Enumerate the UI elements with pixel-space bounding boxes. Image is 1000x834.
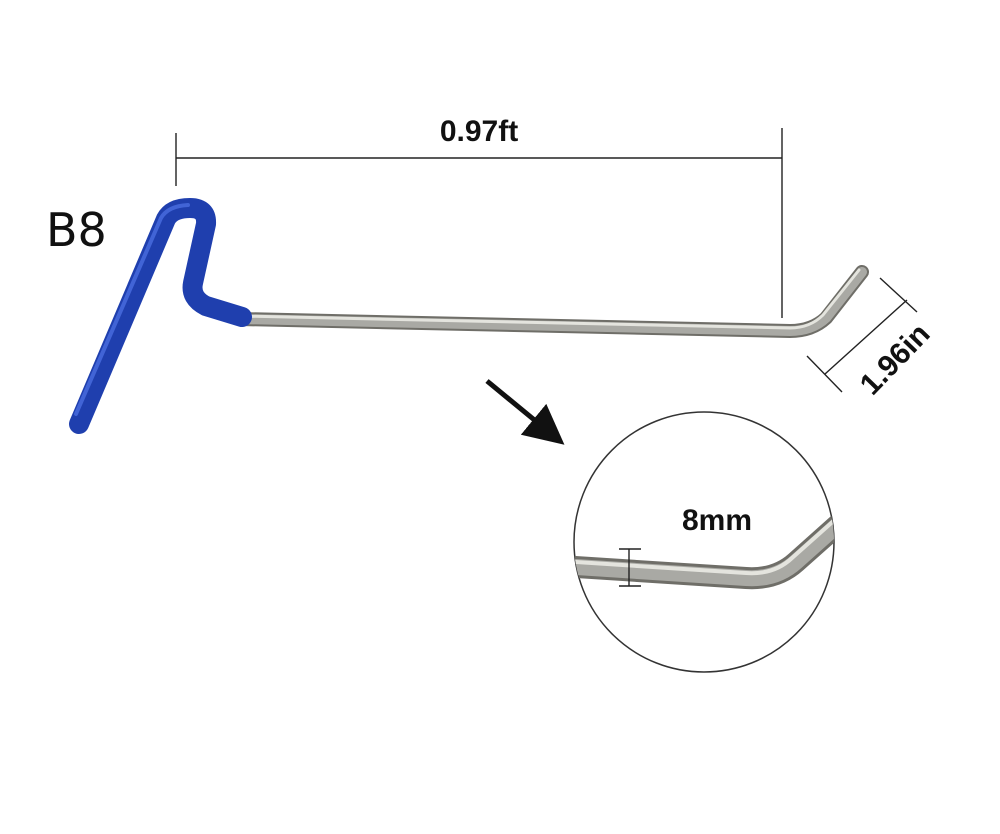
tip-dimension-line [824, 299, 908, 375]
tip-length-label: 1.96in [854, 317, 937, 401]
tip-extension-lower [806, 355, 843, 393]
diameter-label: 8mm [682, 504, 752, 537]
zoom-rod-highlight [574, 499, 834, 576]
tip-dimension: 1.96in [806, 277, 937, 401]
handle-highlight [74, 203, 190, 416]
rod-body [235, 267, 867, 336]
tip-extension-upper [879, 277, 918, 313]
zoom-circle [573, 411, 835, 673]
zoom-pointer-arrow [485, 379, 565, 445]
model-label: B8 [46, 203, 107, 257]
handle [69, 198, 252, 434]
rod [233, 265, 869, 338]
length-label: 0.97ft [440, 115, 518, 148]
length-dimension: 0.97ft [175, 115, 783, 318]
zoom-rod-body [574, 497, 834, 587]
zoom-detail: 8mm [573, 411, 835, 673]
rod-highlight [238, 268, 861, 330]
handle-body [69, 198, 252, 434]
